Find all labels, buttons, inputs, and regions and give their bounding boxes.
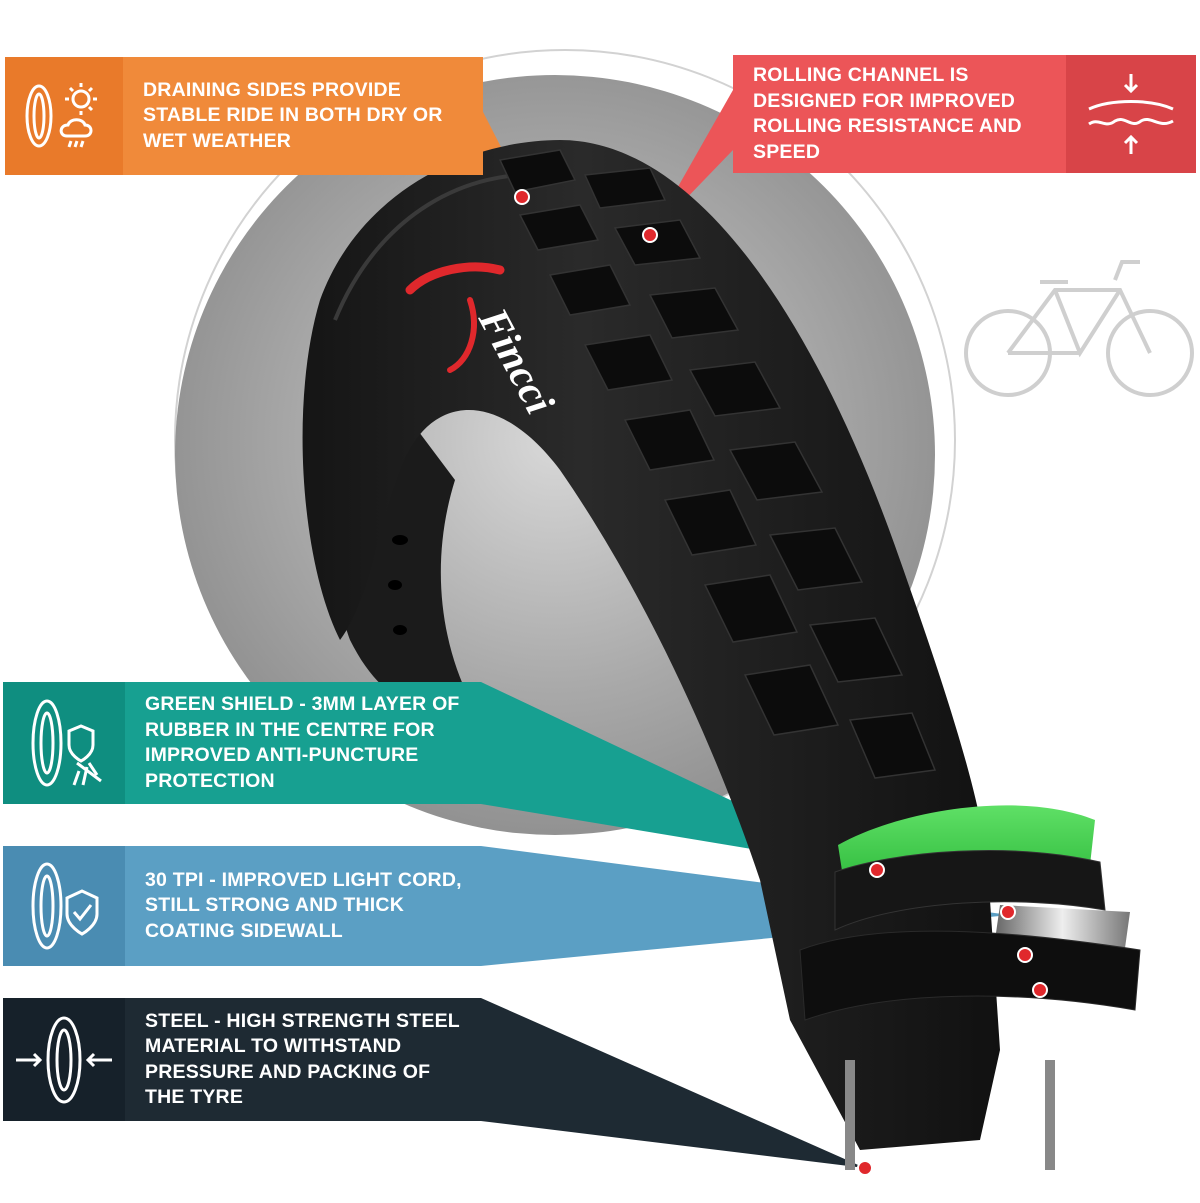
steel-pointer	[481, 998, 865, 1168]
rim-hole	[392, 535, 408, 545]
callout-text: ROLLING CHANNEL IS DESIGNED FOR IMPROVED…	[753, 64, 1022, 163]
callout-text: STEEL - HIGH STRENGTH STEEL MATERIAL TO …	[145, 1009, 460, 1109]
steel-wire	[1045, 1060, 1055, 1170]
callout-text: 30 TPI - IMPROVED LIGHT CORD, STILL STRO…	[145, 868, 462, 942]
callout-text: DRAINING SIDES PROVIDE STABLE RIDE IN BO…	[143, 78, 443, 152]
cord-layer	[834, 850, 1106, 931]
steel-wire	[845, 1060, 855, 1170]
rim-hole	[388, 580, 402, 590]
callout-30-tpi: 30 TPI - IMPROVED LIGHT CORD, STILL STRO…	[3, 846, 481, 966]
callout-text: GREEN SHIELD - 3MM LAYER OF RUBBER IN TH…	[145, 693, 460, 792]
feature-markers	[514, 189, 1048, 1176]
rim-hole	[393, 625, 407, 635]
tyre-shield-check-icon	[3, 846, 125, 966]
callout-green-shield: GREEN SHIELD - 3MM LAYER OF RUBBER IN TH…	[3, 682, 481, 804]
tyre-compress-arrows-icon	[3, 998, 125, 1121]
tpi-pointer	[481, 846, 1010, 966]
callout-steel: STEEL - HIGH STRENGTH STEEL MATERIAL TO …	[3, 998, 481, 1121]
base-layer	[799, 930, 1141, 1021]
rolling-surface-arrows-icon	[1066, 55, 1196, 173]
bicycle-icon	[964, 260, 1194, 397]
logo-swoosh	[405, 262, 505, 295]
callout-rolling-channel: ROLLING CHANNEL IS DESIGNED FOR IMPROVED…	[733, 55, 1196, 173]
callout-draining-sides: DRAINING SIDES PROVIDE STABLE RIDE IN BO…	[5, 57, 483, 175]
tyre-shield-puncture-icon	[3, 682, 125, 804]
tyre-body	[302, 140, 1001, 1150]
tyre-sun-rain-icon	[5, 57, 123, 175]
tread-pattern	[498, 149, 937, 779]
